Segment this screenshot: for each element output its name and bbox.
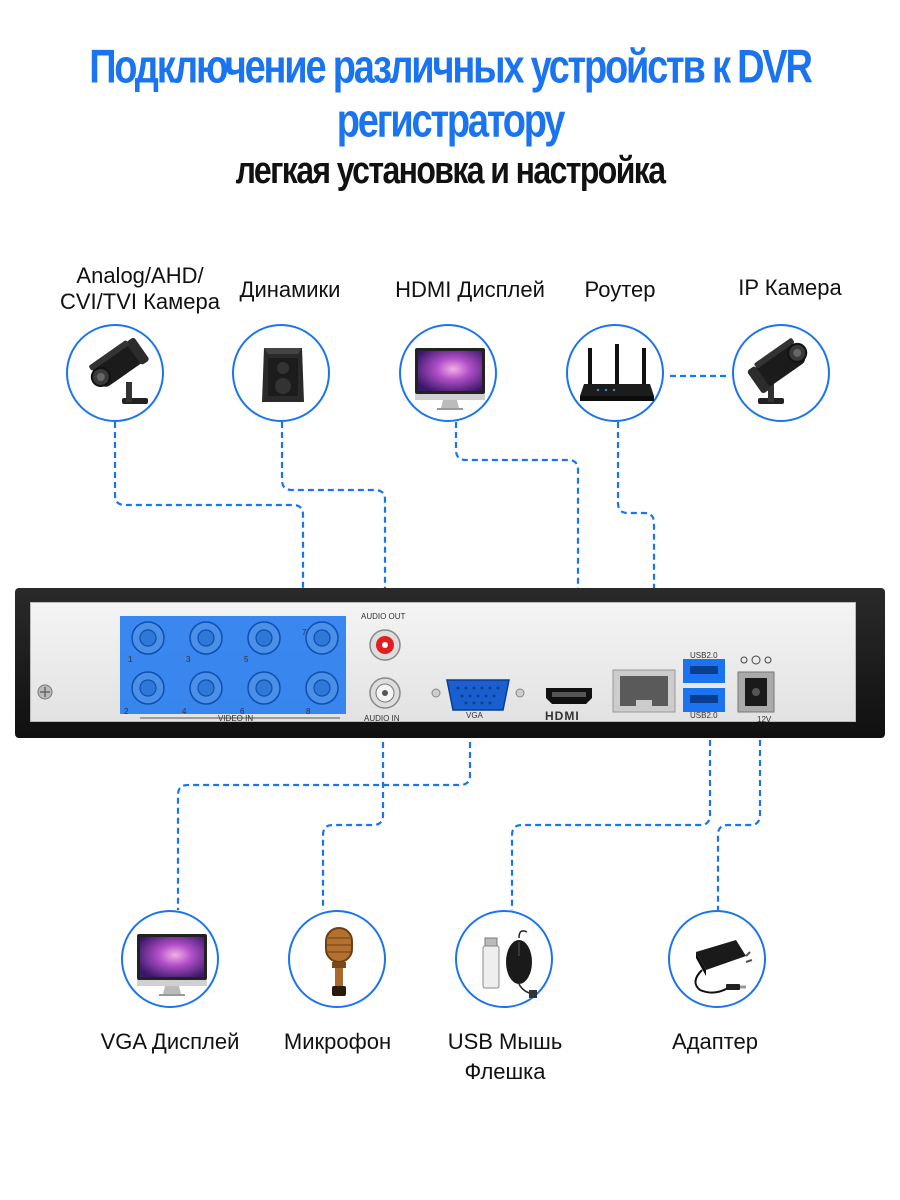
lan-port (613, 670, 675, 712)
video-in-label: VIDEO IN (218, 714, 253, 723)
vga-display-node (121, 910, 219, 1008)
usb-node (455, 910, 553, 1008)
microphone-icon (290, 912, 388, 1010)
audio-in-label: AUDIO IN (364, 714, 400, 723)
bnc-number-1: 1 (128, 655, 132, 664)
adapter-node (668, 910, 766, 1008)
power-port (738, 656, 774, 712)
label-microphone: Микрофон (250, 1028, 425, 1056)
usb-ports (683, 659, 725, 712)
audio-out-label: AUDIO OUT (361, 612, 405, 621)
label-vga-display: VGA Дисплей (80, 1028, 260, 1056)
bnc-number-3: 3 (186, 655, 190, 664)
usb-mouse-flash-icon (457, 912, 555, 1010)
vga-port (432, 680, 524, 710)
screw-icon (38, 685, 52, 699)
bnc-number-4: 4 (182, 707, 186, 716)
power-adapter-icon (670, 912, 768, 1010)
usb-top-label: USB2.0 (690, 651, 718, 660)
microphone-node (288, 910, 386, 1008)
hdmi-port (546, 688, 592, 704)
bnc-number-6: 6 (240, 707, 244, 716)
usb-bottom-label: USB2.0 (690, 711, 718, 720)
power-label: 12V (757, 715, 771, 724)
bnc-number-5: 5 (244, 655, 248, 664)
hdmi-label: HDMI (545, 709, 580, 723)
monitor-icon (123, 912, 221, 1010)
bnc-number-8: 8 (306, 707, 310, 716)
bnc-number-2: 2 (124, 707, 128, 716)
vga-label: VGA (466, 711, 483, 720)
bnc-number-7: 7 (302, 628, 306, 637)
label-usb: USB Мышь Флешка (420, 1028, 590, 1086)
label-adapter: Адаптер (640, 1028, 790, 1056)
